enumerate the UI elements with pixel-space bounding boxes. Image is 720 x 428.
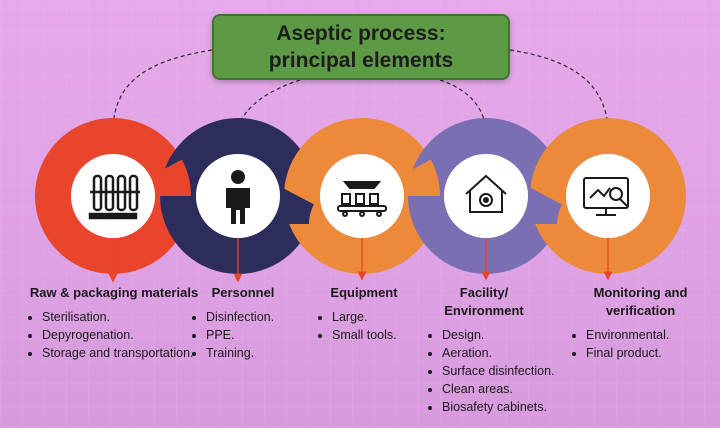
element-equipment: Equipment Large. Small tools. [314,284,414,344]
person-icon [226,170,250,224]
list-item: Small tools. [332,326,414,344]
element-list: Environmental. Final product. [568,326,713,362]
list-item: Final product. [586,344,713,362]
list-item: Depyrogenation. [42,326,204,344]
element-list: Large. Small tools. [314,308,414,344]
element-list: Design. Aeration. Surface disinfection. … [424,326,584,416]
list-item: Storage and transportation. [42,344,204,362]
element-personnel: Personnel Disinfection. PPE. Training. [188,284,298,362]
list-item: Clean areas. [442,380,584,398]
list-item: Biosafety cabinets. [442,398,584,416]
list-item: Disinfection. [206,308,298,326]
list-item: Training. [206,344,298,362]
element-list: Disinfection. PPE. Training. [188,308,298,362]
list-item: Environmental. [586,326,713,344]
list-item: Design. [442,326,584,344]
list-item: Large. [332,308,414,326]
title-box: Aseptic process: principal elements [212,14,510,80]
element-facility: Facility/ Environment Design. Aeration. … [424,284,584,416]
list-item: Surface disinfection. [442,362,584,380]
dashed-arrow-raw [108,49,213,133]
list-item: Aeration. [442,344,584,362]
element-title: Facility/ Environment [444,285,524,318]
house-gear-icon [465,174,507,213]
list-item: PPE. [206,326,298,344]
element-list: Sterilisation. Depyrogenation. Storage a… [24,308,204,362]
diagram-title: Aseptic process: principal elements [268,22,454,72]
monitor-magnifier-icon [583,177,629,216]
test-tubes-icon [88,174,140,220]
ring-chain [35,118,686,274]
element-title: Personnel [211,285,275,300]
element-title: Raw & packaging materials [29,285,199,300]
element-monitoring: Monitoring and verification Environmenta… [568,284,713,362]
conveyor-icon [337,181,387,217]
dashed-arrow-personnel [234,79,301,133]
dashed-arrow-monitoring [509,49,613,133]
element-raw-materials: Raw & packaging materials Sterilisation.… [24,284,204,362]
element-title: Monitoring and verification [593,285,688,318]
list-item: Sterilisation. [42,308,204,326]
element-title: Equipment [330,285,398,300]
